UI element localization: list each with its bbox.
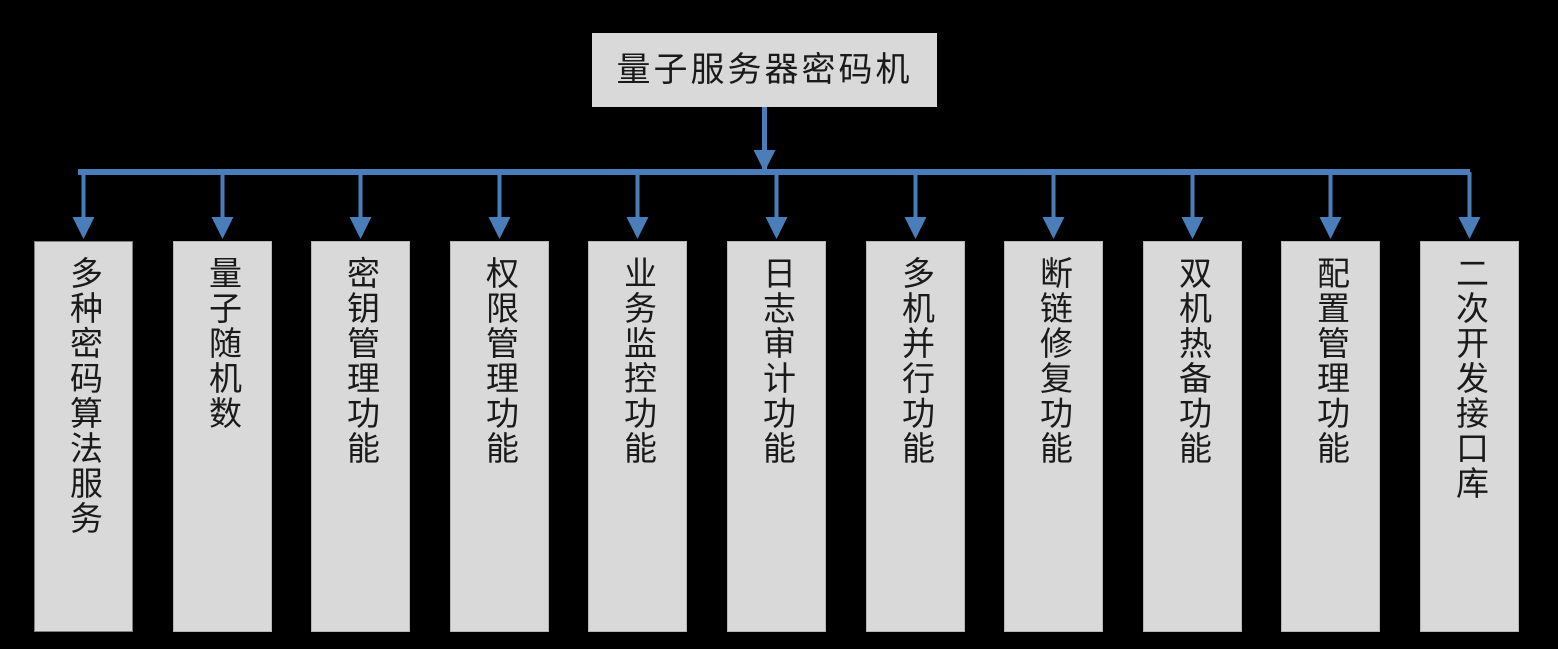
leaf-node-permission-management-function[interactable]: 权限管理功能 [450, 241, 549, 632]
root-node-quantum-server-crypto-machine[interactable]: 量子服务器密码机 [592, 33, 937, 107]
leaf-node-configuration-management-function[interactable]: 配置管理功能 [1281, 241, 1380, 632]
leaf-node-broken-link-repair-function[interactable]: 断链修复功能 [1004, 241, 1103, 632]
leaf-node-key-management-function[interactable]: 密钥管理功能 [311, 241, 410, 632]
leaf-node-label: 配置管理功能 [1311, 256, 1351, 466]
leaf-node-label: 权限管理功能 [480, 256, 520, 466]
leaf-node-label: 多种密码算法服务 [64, 256, 104, 536]
leaf-node-label: 量子随机数 [203, 256, 243, 431]
leaf-node-multi-machine-parallel-function[interactable]: 多机并行功能 [866, 241, 965, 632]
leaf-node-label: 双机热备功能 [1173, 256, 1213, 466]
leaf-node-label: 业务监控功能 [618, 256, 658, 466]
leaf-node-multi-crypto-algorithm-service[interactable]: 多种密码算法服务 [34, 241, 133, 632]
leaf-node-service-monitoring-function[interactable]: 业务监控功能 [588, 241, 687, 632]
leaf-node-label: 断链修复功能 [1034, 256, 1074, 466]
leaf-node-label: 二次开发接口库 [1450, 256, 1490, 501]
leaf-node-quantum-random-number[interactable]: 量子随机数 [173, 241, 272, 632]
leaf-node-log-audit-function[interactable]: 日志审计功能 [727, 241, 826, 632]
leaf-node-secondary-development-interface-library[interactable]: 二次开发接口库 [1420, 241, 1519, 632]
root-node-label: 量子服务器密码机 [616, 50, 913, 90]
leaf-node-dual-machine-hot-standby-function[interactable]: 双机热备功能 [1143, 241, 1242, 632]
leaf-node-label: 多机并行功能 [896, 256, 936, 466]
leaf-node-label: 密钥管理功能 [341, 256, 381, 466]
leaf-node-label: 日志审计功能 [757, 256, 797, 466]
